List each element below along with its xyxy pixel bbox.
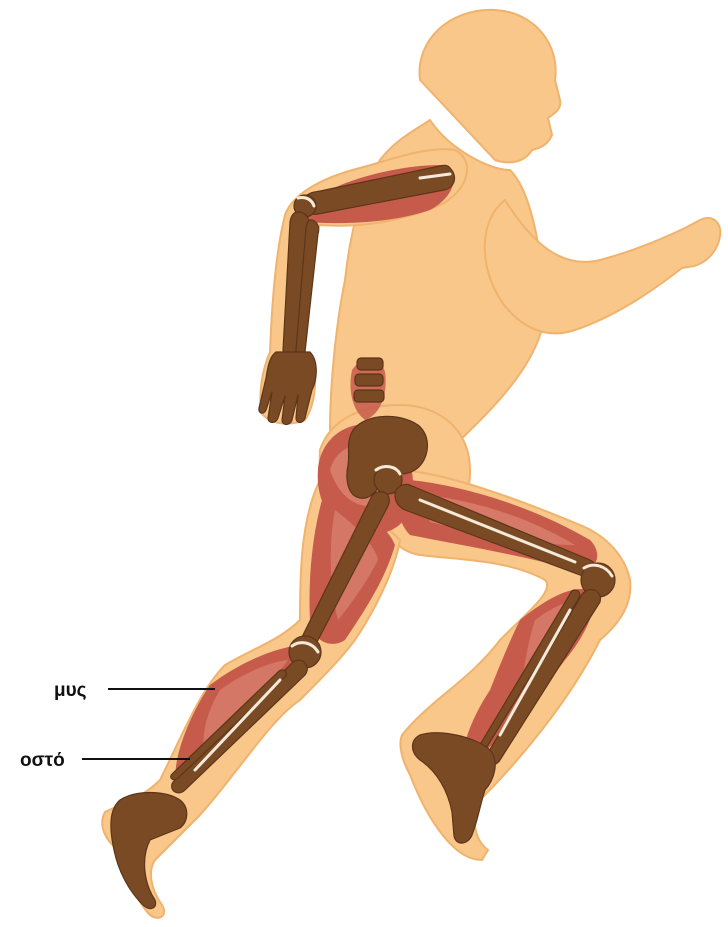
bone-label: οστό <box>20 750 65 771</box>
muscle-label: μυς <box>54 680 87 701</box>
callout-muscle: μυς <box>54 680 215 701</box>
vertebra-1 <box>357 358 383 370</box>
callout-bone: οστό <box>20 750 190 771</box>
vertebra-2 <box>355 374 383 386</box>
vertebra-3 <box>354 390 384 402</box>
